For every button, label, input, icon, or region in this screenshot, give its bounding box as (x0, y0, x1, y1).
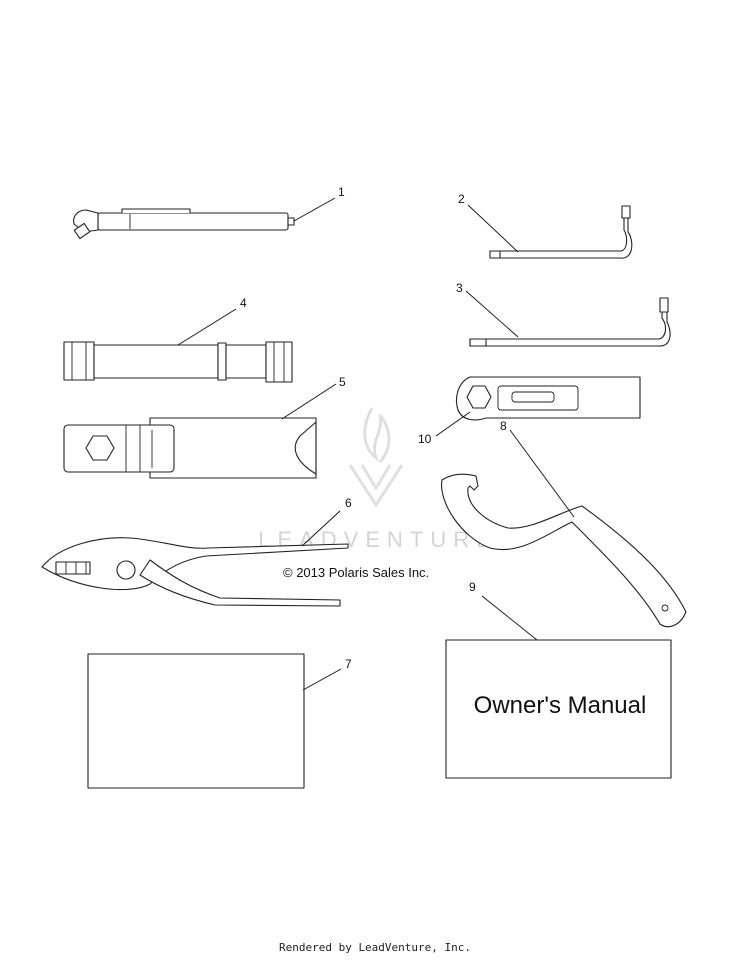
card-part (87, 653, 305, 789)
footer-credit: Rendered by LeadVenture, Inc. (278, 941, 472, 954)
flat-wrench-part (455, 376, 641, 421)
flame-v-logo-icon (348, 407, 404, 508)
manual-title: Owner's Manual (474, 692, 647, 719)
callout-8: 8 (500, 419, 575, 518)
svg-text:7: 7 (345, 657, 352, 671)
callout-3: 3 (456, 281, 519, 338)
svg-text:1: 1 (338, 185, 345, 199)
svg-text:5: 5 (339, 375, 346, 389)
owners-manual-part: Owner's Manual (445, 639, 672, 779)
callout-5: 5 (281, 375, 346, 420)
hex-key-short-part (489, 205, 633, 259)
hex-key-long-part (469, 297, 671, 347)
svg-text:3: 3 (456, 281, 463, 295)
svg-text:10: 10 (418, 432, 432, 446)
callout-10: 10 (418, 411, 471, 446)
callout-2: 2 (458, 192, 519, 253)
callout-6: 6 (301, 496, 352, 547)
svg-text:8: 8 (500, 419, 507, 433)
callout-7: 7 (302, 657, 352, 691)
callout-4: 4 (177, 296, 247, 346)
svg-text:4: 4 (240, 296, 247, 310)
callout-1: 1 (293, 185, 345, 222)
wrench-handle-part (63, 417, 317, 479)
svg-text:2: 2 (458, 192, 465, 206)
callout-9: 9 (469, 580, 538, 641)
tire-gauge-part (73, 208, 295, 240)
svg-text:9: 9 (469, 580, 476, 594)
copyright-text: © 2013 Polaris Sales Inc. (283, 565, 429, 580)
spanner-wrench-part (441, 473, 687, 628)
pliers-part (41, 537, 349, 607)
socket-extension-part (63, 341, 293, 383)
svg-text:6: 6 (345, 496, 352, 510)
